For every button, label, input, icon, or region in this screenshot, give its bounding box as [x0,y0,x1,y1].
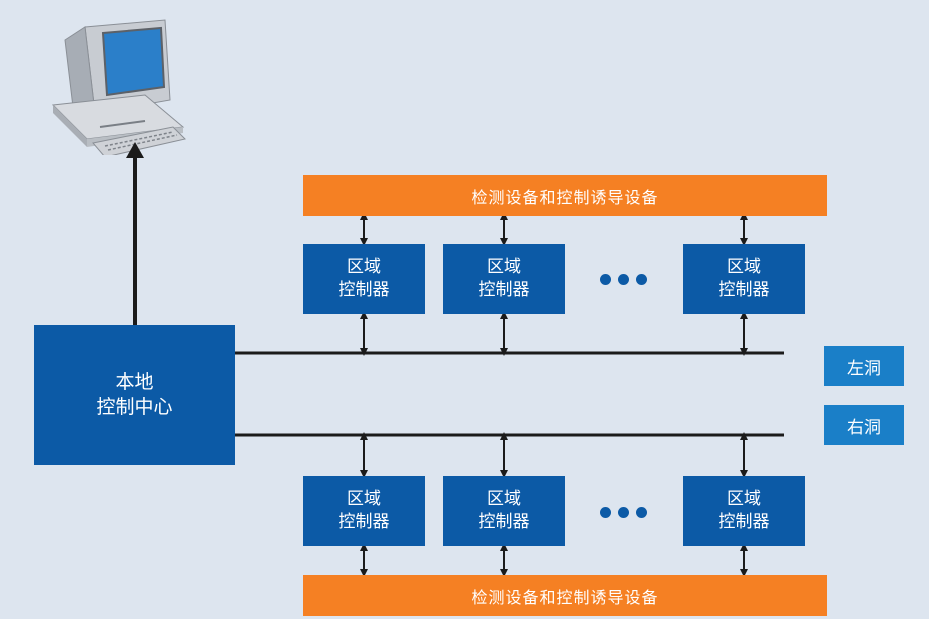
zone-controller-bottom-1: 区域 控制器 [303,476,425,546]
zone-controller-bottom-3: 区域 控制器 [683,476,805,546]
ellipsis-dot [618,507,629,518]
bottom-equipment-bar: 检测设备和控制诱导设备 [303,575,827,616]
ellipsis-dot [600,274,611,285]
local-control-center: 本地 控制中心 [34,325,235,465]
right-tunnel-label: 右洞 [824,405,904,445]
left-tunnel-label: 左洞 [824,346,904,386]
computer-icon [51,19,186,155]
zone-controller-top-3: 区域 控制器 [683,244,805,314]
ellipsis-dot [636,507,647,518]
ellipsis-dot [600,507,611,518]
ellipsis-top [600,274,647,285]
zone-controller-bottom-2: 区域 控制器 [443,476,565,546]
ellipsis-dot [636,274,647,285]
zone-controller-top-1: 区域 控制器 [303,244,425,314]
ellipsis-bottom [600,507,647,518]
top-equipment-bar: 检测设备和控制诱导设备 [303,175,827,216]
zone-controller-top-2: 区域 控制器 [443,244,565,314]
ellipsis-dot [618,274,629,285]
